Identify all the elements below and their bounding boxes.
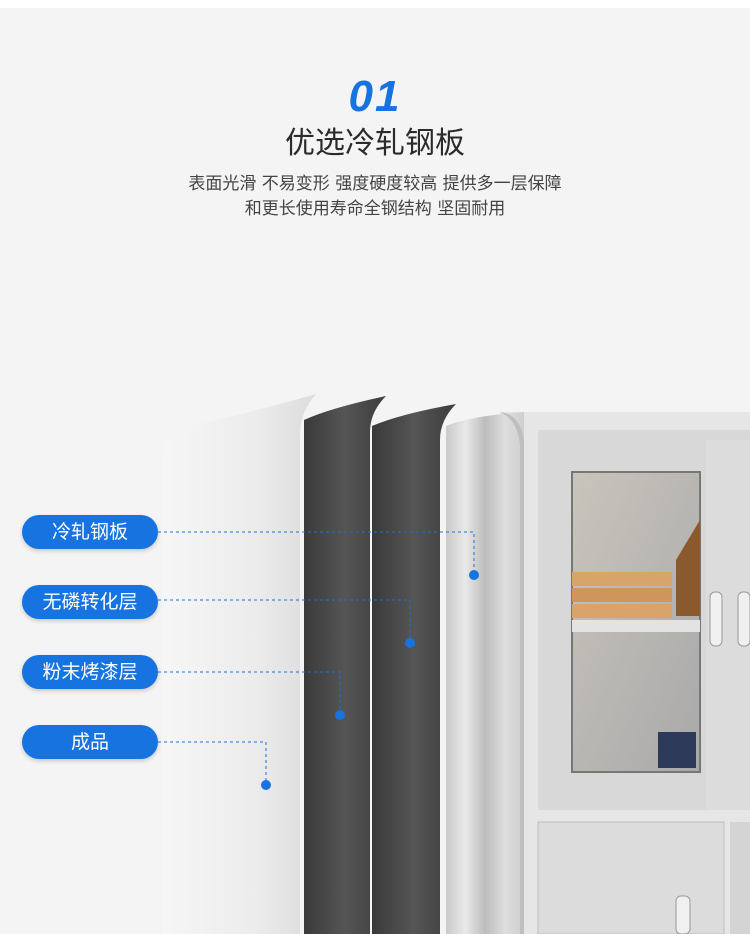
label-cold-rolled-steel: 冷轧钢板 [22, 515, 158, 549]
section-number: 01 [348, 72, 402, 121]
cabinet-body [500, 412, 750, 934]
section-title: 优选冷轧钢板 [285, 126, 465, 161]
label-powder-coating-layer: 粉末烤漆层 [22, 655, 158, 689]
cold-rolled-steel-layer [446, 412, 524, 934]
phosphate-free-layer [372, 404, 456, 934]
section-description-line-1: 表面光滑 不易变形 强度硬度较高 提供多一层保障 [188, 174, 562, 194]
label-finished-product: 成品 [22, 725, 158, 759]
section-description-line-2: 和更长使用寿命全钢结构 坚固耐用 [244, 199, 506, 219]
label-phosphate-free-layer: 无磷转化层 [22, 585, 158, 619]
powder-coating-layer [304, 396, 386, 934]
finished-surface-layer [162, 394, 316, 934]
top-strip [0, 0, 750, 8]
